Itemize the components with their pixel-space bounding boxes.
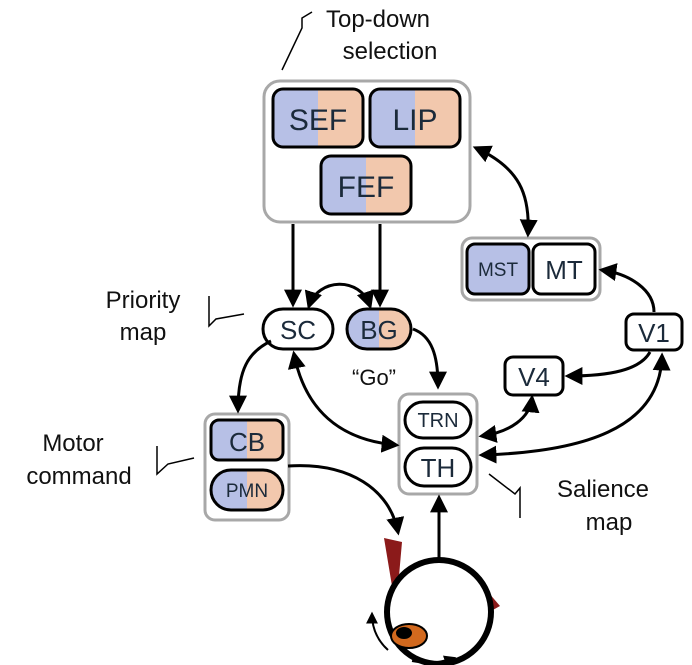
- arrow-lip-mstmt: [472, 145, 538, 238]
- node-bg: BG: [345, 307, 413, 351]
- go-label: “Go”: [352, 365, 396, 390]
- motor-command-label: Motor command: [26, 430, 195, 490]
- svg-text:FEF: FEF: [338, 171, 395, 204]
- svg-text:map: map: [120, 319, 167, 346]
- svg-text:Motor: Motor: [42, 430, 103, 457]
- arrow-v1-to-v4: [564, 351, 652, 385]
- arrow-sc-th: [287, 350, 400, 453]
- node-th: TH: [403, 446, 473, 488]
- arrow-sc-to-cb: [229, 339, 272, 414]
- arrow-v1-to-mt: [598, 263, 656, 313]
- salience-map-label: Salience map: [488, 473, 649, 536]
- svg-text:V1: V1: [638, 318, 670, 348]
- node-mt: MT: [531, 242, 597, 296]
- node-v4: V4: [503, 355, 565, 397]
- svg-text:selection: selection: [343, 38, 438, 65]
- svg-text:command: command: [26, 463, 131, 490]
- svg-text:BG: BG: [360, 315, 398, 345]
- node-lip: LIP: [368, 87, 462, 149]
- eye-icon: [366, 538, 500, 665]
- node-cb: CB: [209, 418, 285, 462]
- svg-text:TH: TH: [421, 453, 456, 483]
- node-pmn: PMN: [209, 468, 285, 512]
- svg-text:PMN: PMN: [226, 481, 268, 502]
- svg-text:Salience: Salience: [557, 476, 649, 503]
- arrow-v1-th: [478, 352, 671, 464]
- priority-map-label: Priority map: [106, 287, 245, 346]
- svg-text:Top-down: Top-down: [326, 6, 430, 33]
- svg-text:LIP: LIP: [392, 104, 437, 137]
- svg-text:SC: SC: [280, 315, 316, 345]
- svg-text:TRN: TRN: [417, 410, 458, 432]
- svg-text:map: map: [586, 509, 633, 536]
- arrow-v4-th: [478, 394, 540, 443]
- eye-rotation-arrow-bottom: [411, 655, 457, 665]
- svg-text:Priority: Priority: [106, 287, 181, 314]
- arrow-bg-to-th: [412, 327, 447, 390]
- node-fef: FEF: [319, 154, 413, 216]
- svg-text:MT: MT: [545, 255, 583, 285]
- svg-text:V4: V4: [518, 362, 550, 392]
- arrow-sc-bg: [304, 282, 374, 310]
- node-v1: V1: [624, 312, 684, 352]
- svg-text:SEF: SEF: [289, 104, 347, 137]
- node-sc: SC: [261, 307, 335, 351]
- top-down-label: Top-down selection: [281, 6, 438, 71]
- arrow-pmn-to-eye: [287, 464, 405, 536]
- svg-text:CB: CB: [229, 427, 265, 457]
- eye-rotation-arrow-left: [366, 611, 389, 651]
- node-sef: SEF: [271, 87, 365, 149]
- node-mst: MST: [465, 242, 531, 296]
- svg-text:MST: MST: [478, 260, 519, 281]
- node-trn: TRN: [403, 400, 473, 440]
